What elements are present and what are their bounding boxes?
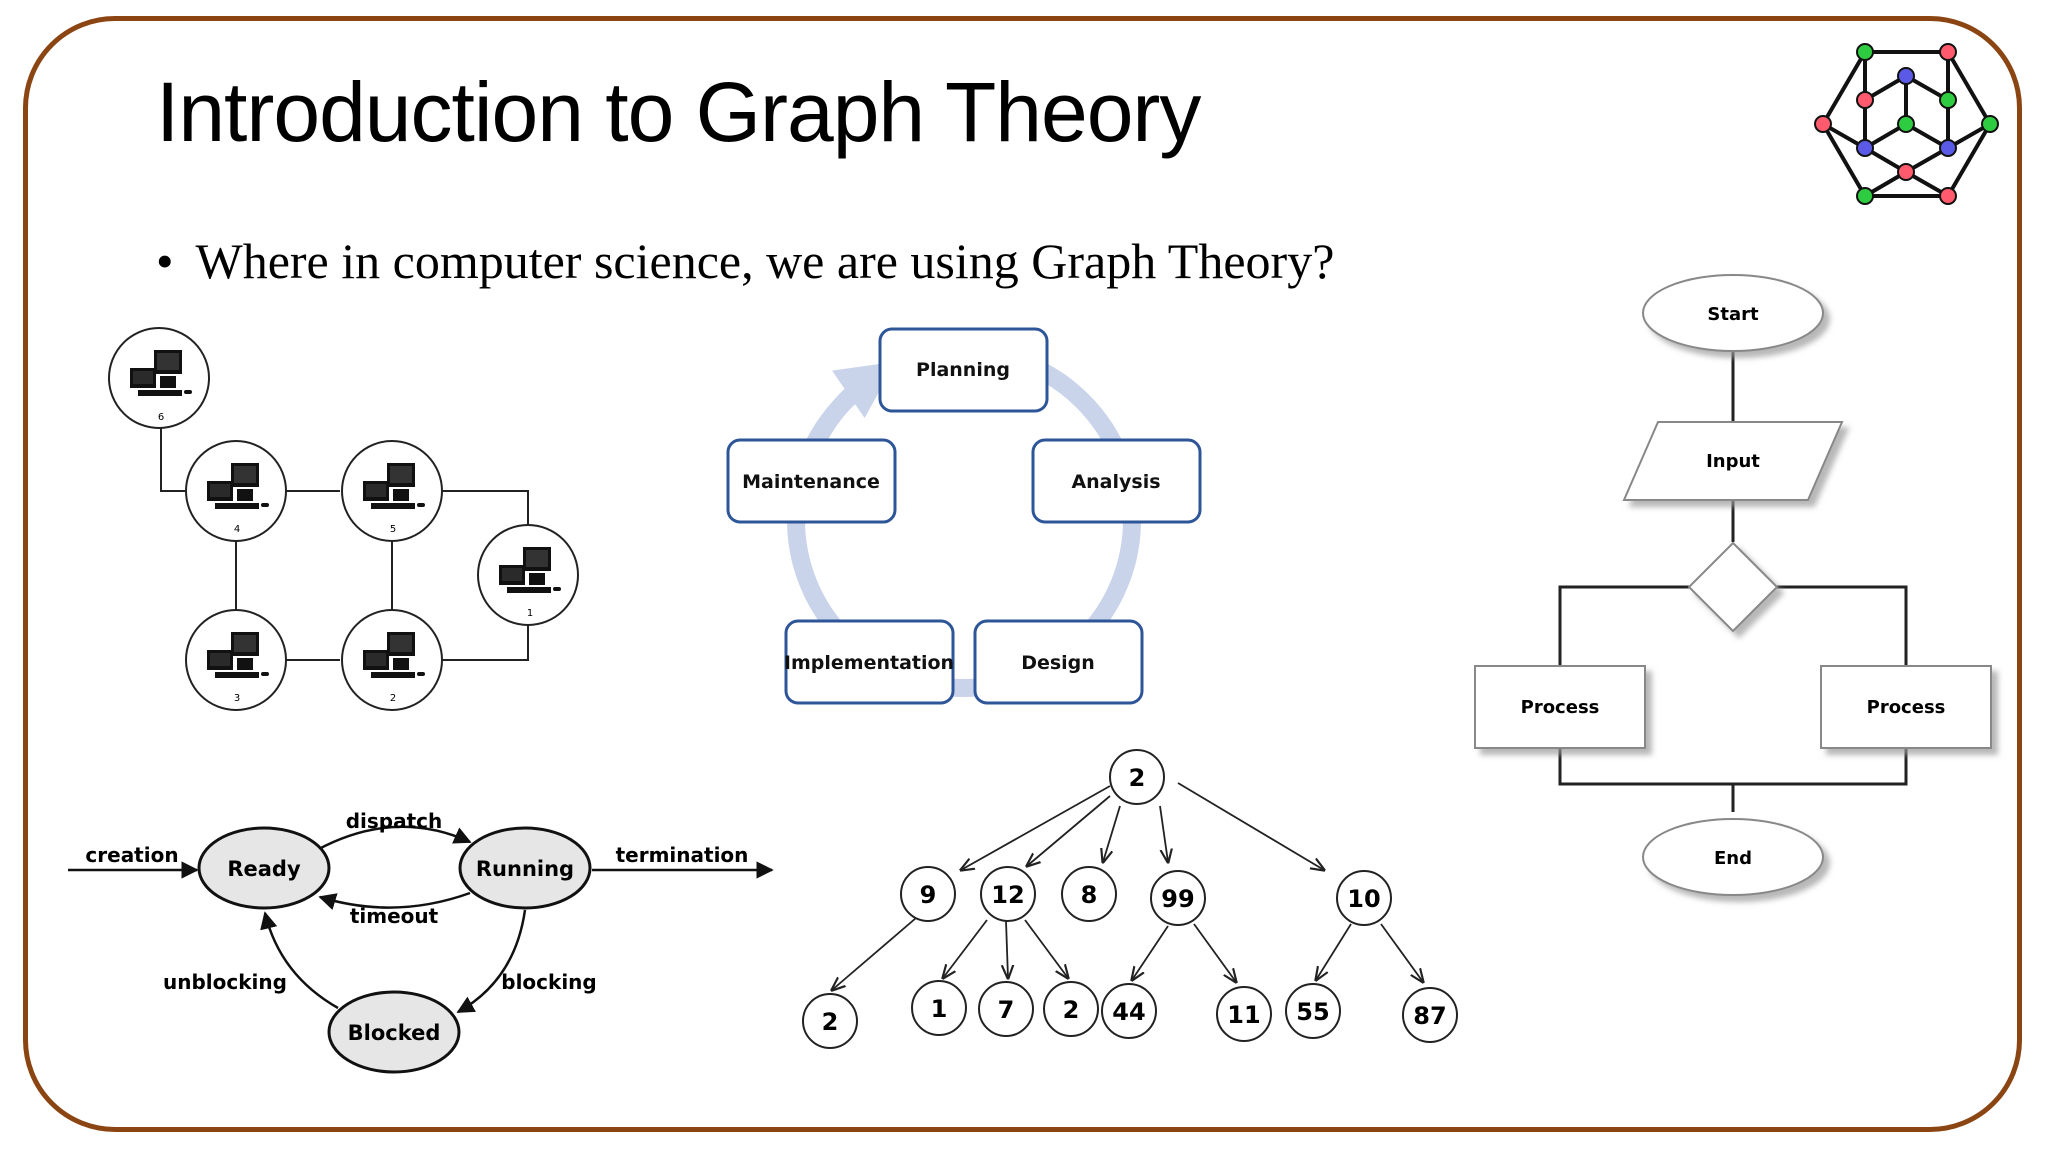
flowchart-end xyxy=(1642,818,1824,896)
node-label: 4 xyxy=(234,524,240,535)
node-label: 2 xyxy=(390,693,396,704)
flowchart: Start Input Process Process End xyxy=(1474,274,1992,896)
node-label: 3 xyxy=(234,693,240,704)
tree-node-label: 2 xyxy=(822,1008,839,1036)
tree-node-label: 55 xyxy=(1296,998,1329,1026)
transition-label: timeout xyxy=(350,904,439,928)
tree-node-label: 9 xyxy=(920,881,937,909)
network-node: 3 xyxy=(185,609,287,711)
tree-node: 2 xyxy=(802,993,858,1049)
state-label: Running xyxy=(476,857,574,881)
flowchart-process-label: Process xyxy=(1867,697,1946,718)
bullet-dot: • xyxy=(156,233,174,289)
lifecycle-diagram: Planning Analysis Design Implementation … xyxy=(726,327,1202,705)
stage-label: Maintenance xyxy=(742,471,880,493)
flowchart-process-right xyxy=(1820,665,1992,749)
tree-node-label: 8 xyxy=(1081,881,1098,909)
transition-label: blocking xyxy=(501,970,596,994)
flowchart-start xyxy=(1642,274,1824,352)
tree-node: 10 xyxy=(1336,870,1392,926)
state-ready: Ready xyxy=(197,826,331,910)
stage-box-analysis: Analysis xyxy=(1031,438,1202,524)
network-node: 2 xyxy=(341,609,443,711)
tree-node: 2 xyxy=(1043,981,1099,1037)
blocking-arrow xyxy=(456,909,527,1014)
flowchart-connectors xyxy=(1558,350,1908,812)
tree-node: 99 xyxy=(1150,870,1206,926)
timeout-arrow xyxy=(318,891,471,910)
flowchart-end-label: End xyxy=(1714,848,1752,869)
node-label: 5 xyxy=(390,524,396,535)
tree-node-label: 1 xyxy=(931,995,948,1023)
state-running: Running xyxy=(458,826,592,910)
flowchart-decision xyxy=(1687,541,1779,633)
stage-box-implementation: Implementation xyxy=(784,619,955,705)
network-node: 4 xyxy=(185,440,287,542)
state-diagram: Ready Running Blocked creation dispatch … xyxy=(68,809,774,1074)
stage-box-planning: Planning xyxy=(878,327,1049,413)
bullet-point: • Where in computer science, we are using… xyxy=(156,232,1334,290)
stage-label: Implementation xyxy=(784,652,954,674)
graph-logo-icon xyxy=(1814,43,1999,205)
transition-label: dispatch xyxy=(346,809,443,833)
dispatch-arrow xyxy=(316,825,472,852)
tree-node: 11 xyxy=(1216,986,1272,1042)
tree-node: 1 xyxy=(911,980,967,1036)
tree-node-label: 11 xyxy=(1227,1001,1260,1029)
transition-label: termination xyxy=(616,843,749,867)
slide-title: Introduction to Graph Theory xyxy=(156,65,1201,159)
stage-label: Planning xyxy=(916,359,1010,381)
transition-label: creation xyxy=(85,843,178,867)
stage-box-maintenance: Maintenance xyxy=(726,438,897,524)
tree-node: 12 xyxy=(980,866,1036,922)
tree-node: 8 xyxy=(1061,866,1117,922)
tree-node-label: 10 xyxy=(1347,885,1380,913)
stage-label: Design xyxy=(1021,652,1095,674)
flowchart-input xyxy=(1622,421,1844,501)
network-diagram: 6 4 5 1 3 xyxy=(108,327,579,711)
tree-node-label: 87 xyxy=(1413,1002,1446,1030)
transition-label: unblocking xyxy=(163,970,287,994)
tree-node-label: 7 xyxy=(998,996,1015,1024)
tree-node: 9 xyxy=(900,866,956,922)
stage-label: Analysis xyxy=(1071,471,1160,493)
tree-node: 55 xyxy=(1285,983,1341,1039)
flowchart-process-label: Process xyxy=(1521,697,1600,718)
tree-node-label: 44 xyxy=(1112,998,1145,1026)
node-label: 1 xyxy=(527,608,533,619)
state-label: Blocked xyxy=(348,1021,441,1045)
tree-edges xyxy=(832,782,1423,990)
tree-node: 7 xyxy=(978,981,1034,1037)
stage-box-design: Design xyxy=(973,619,1144,705)
tree-diagram: 2 9 12 8 99 10 xyxy=(802,749,1458,1049)
tree-node: 2 xyxy=(1109,749,1165,805)
tree-node-label: 2 xyxy=(1063,996,1080,1024)
network-node: 5 xyxy=(341,440,443,542)
state-blocked: Blocked xyxy=(327,990,461,1074)
tree-node-label: 99 xyxy=(1161,885,1194,913)
flowchart-start-label: Start xyxy=(1707,304,1759,325)
flowchart-input-label: Input xyxy=(1706,451,1760,472)
network-node: 1 xyxy=(477,524,579,626)
flowchart-process-left xyxy=(1474,665,1646,749)
network-edges xyxy=(160,417,529,661)
unblocking-arrow xyxy=(260,911,339,1010)
tree-node: 44 xyxy=(1101,983,1157,1039)
bullet-text: Where in computer science, we are using … xyxy=(195,233,1335,289)
node-label: 6 xyxy=(158,412,164,423)
state-label: Ready xyxy=(227,857,301,881)
slide-frame xyxy=(23,16,2022,1132)
tree-node-label: 12 xyxy=(991,881,1024,909)
tree-node: 87 xyxy=(1402,987,1458,1043)
tree-node-label: 2 xyxy=(1129,764,1146,792)
network-node: 6 xyxy=(108,327,210,429)
